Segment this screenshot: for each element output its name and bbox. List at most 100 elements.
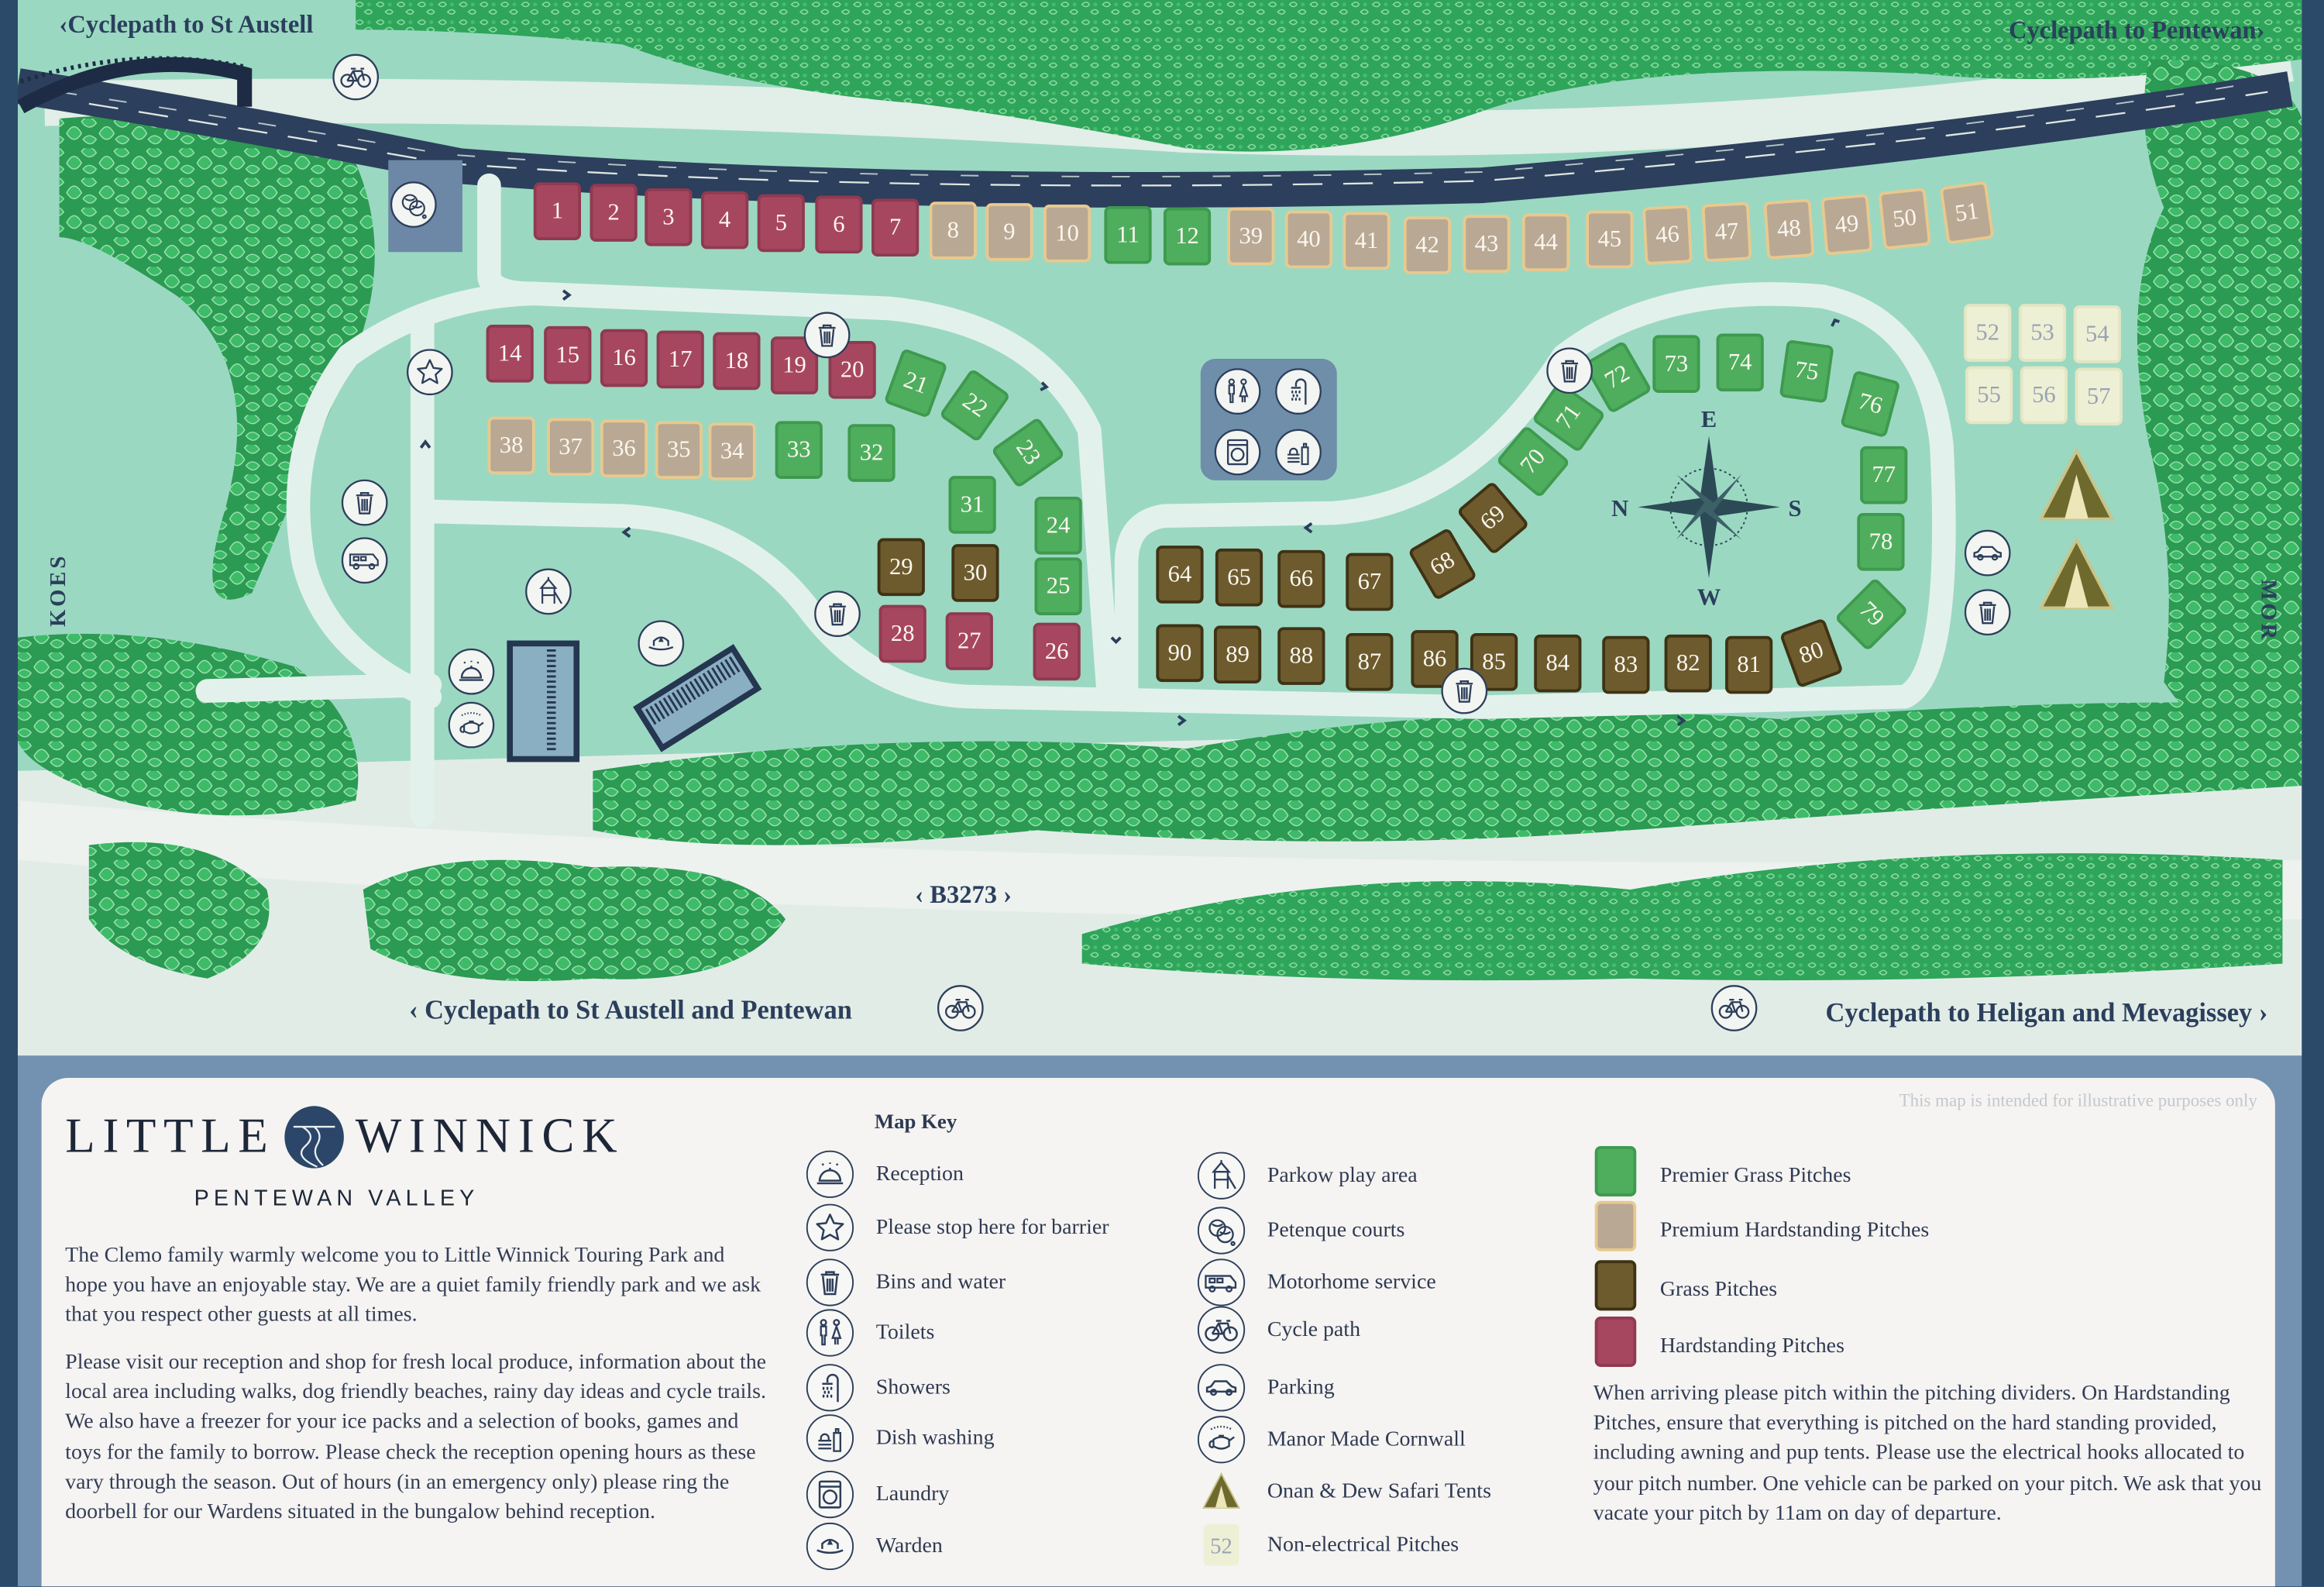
- pitch-32: 32: [847, 424, 896, 482]
- swatch-hardstanding: [1594, 1316, 1637, 1368]
- map-key-label: Warden: [875, 1534, 943, 1558]
- pitch-49: 49: [1820, 194, 1873, 256]
- pitch-marker: [2018, 304, 2067, 362]
- pitch-9: 9: [985, 203, 1033, 261]
- pitch-marker: [1716, 333, 1764, 392]
- pitch-number: 47: [1714, 218, 1739, 246]
- petanque-icon: [1197, 1207, 1246, 1255]
- pitch-88: 88: [1277, 627, 1325, 685]
- compass-n: N: [1611, 495, 1628, 522]
- pitch-2: 2: [590, 184, 638, 242]
- map-key-item: Cycle path: [1196, 1305, 1360, 1355]
- pitch-marker: [885, 349, 947, 417]
- bike-icon: [1710, 985, 1758, 1031]
- pitch-number: 31: [961, 491, 985, 518]
- bin-icon: [803, 312, 851, 359]
- right-border: [2302, 0, 2324, 1587]
- pitch-marker: [770, 336, 819, 394]
- pitch-marker: [757, 194, 805, 253]
- pitch-4: 4: [700, 191, 749, 250]
- logo-emblem-icon: [284, 1106, 344, 1169]
- map-key-label: Parkow play area: [1267, 1162, 1418, 1187]
- pitch-type-label: Grass Pitches: [1659, 1278, 1778, 1302]
- pitch-marker: [1879, 188, 1931, 250]
- pitch-number: 81: [1737, 651, 1761, 677]
- pitch-number: 6: [833, 211, 844, 237]
- pitch-27: 27: [945, 612, 993, 670]
- pitch-57: 57: [2075, 367, 2123, 426]
- pitch-7: 7: [871, 198, 920, 256]
- map-key-item: Laundry: [805, 1469, 949, 1520]
- map-key-label: Cycle path: [1267, 1317, 1361, 1341]
- map-key-label: Please stop here for barrier: [875, 1214, 1109, 1239]
- pitch-number: 10: [1055, 219, 1079, 246]
- shower-icon: [1275, 368, 1322, 415]
- pitch-68: 68: [1409, 529, 1476, 599]
- pitch-marker: [828, 341, 876, 399]
- teapot-icon: [1197, 1416, 1246, 1464]
- pitch-53: 53: [2018, 304, 2067, 362]
- teapot-icon: [448, 701, 495, 749]
- pitch-number: 1: [552, 198, 563, 224]
- pitch-marker: [945, 612, 993, 670]
- pitch-marker: [1033, 622, 1081, 681]
- pitch-number: 52: [1975, 319, 1999, 346]
- pitch-1: 1: [533, 182, 582, 240]
- pitch-marker: [871, 198, 920, 256]
- pitch-number: 27: [957, 628, 982, 654]
- pitch-83: 83: [1602, 635, 1650, 694]
- pitch-66: 66: [1277, 549, 1325, 608]
- map-key-label: Dish washing: [875, 1425, 995, 1450]
- pitch-number: 4: [719, 206, 731, 232]
- pitch-number: 11: [1116, 221, 1139, 247]
- pitch-number: 19: [782, 352, 806, 378]
- pitch-6: 6: [815, 195, 863, 254]
- pitch-marker: [2073, 305, 2121, 363]
- pitch-number: 30: [964, 559, 988, 586]
- pitch-41: 41: [1342, 212, 1391, 270]
- pitch-marker: [1403, 216, 1452, 274]
- petanque-icon: [390, 181, 437, 228]
- map-key-label: Toilets: [875, 1320, 935, 1344]
- pitch-14: 14: [486, 325, 534, 383]
- pitch-marker: [992, 418, 1064, 487]
- pitch-marker: [1215, 548, 1263, 607]
- pitch-29: 29: [877, 538, 925, 597]
- pitch-90: 90: [1156, 624, 1204, 683]
- pitch-marker: [929, 201, 977, 260]
- pitch-25: 25: [1034, 557, 1082, 616]
- pitch-marker: [1836, 579, 1906, 649]
- pitch-number: 37: [559, 433, 583, 460]
- play-icon: [525, 568, 572, 615]
- pitch-number: 64: [1168, 560, 1192, 587]
- pitch-marker: [1642, 205, 1693, 265]
- map-key-item: Warden: [805, 1521, 943, 1572]
- pitch-number: 88: [1290, 642, 1314, 669]
- bike-icon: [937, 985, 984, 1031]
- map-markers: [332, 53, 2011, 1031]
- play-icon: [1197, 1152, 1246, 1200]
- compass-e: E: [1701, 406, 1717, 432]
- map-key-item: Please stop here for barrier: [805, 1203, 1109, 1253]
- pitch-marker: [600, 329, 648, 387]
- pitch-number: 46: [1655, 221, 1679, 249]
- pitch-87: 87: [1346, 632, 1394, 691]
- non-electrical-pitch-sample: 52: [1203, 1523, 1239, 1566]
- pitch-marker: [1652, 335, 1700, 394]
- logo: LITTLE WINNICK: [65, 1104, 624, 1169]
- pitch-number: 20: [841, 356, 865, 382]
- car-icon: [1964, 529, 2011, 577]
- pitch-marker: [1458, 483, 1528, 553]
- pitch-marker: [1346, 553, 1394, 611]
- map-key-label: Reception: [875, 1162, 964, 1186]
- map-key-item: Parking: [1196, 1362, 1335, 1413]
- pitch-number: 32: [860, 439, 884, 466]
- pitch-number: 87: [1358, 648, 1382, 674]
- pitch-74: 74: [1716, 333, 1764, 392]
- pitch-marker: [1284, 210, 1333, 269]
- pitch-marker: [546, 418, 595, 477]
- pitch-33: 33: [775, 421, 823, 479]
- pitch-number: 54: [2085, 320, 2109, 346]
